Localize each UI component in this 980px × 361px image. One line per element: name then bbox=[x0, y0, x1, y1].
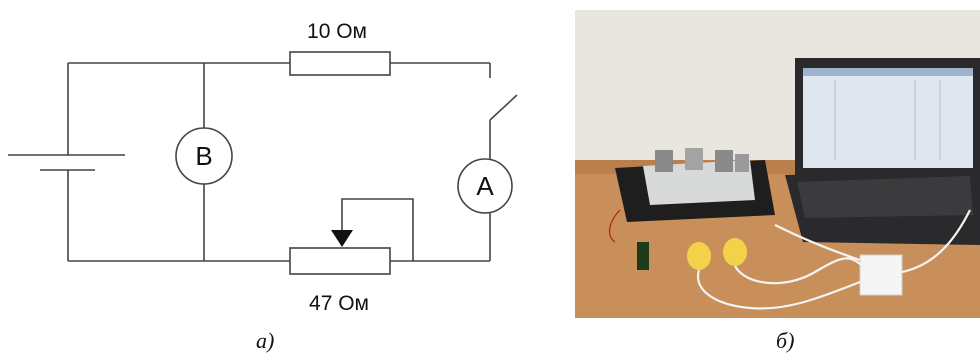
ammeter bbox=[457, 158, 513, 214]
red-wire bbox=[608, 209, 621, 243]
rheostat-47-ohm bbox=[289, 247, 391, 275]
switch-blade bbox=[489, 94, 518, 121]
screen-toolbar bbox=[803, 68, 973, 76]
resistor-top-label: 10 Ом bbox=[307, 20, 367, 43]
component-3 bbox=[715, 150, 733, 172]
cable-3 bbox=[901, 209, 971, 274]
voltmeter-symbol: В bbox=[195, 141, 212, 171]
rheostat-slider-wire bbox=[341, 198, 414, 261]
lab-setup-photo bbox=[575, 10, 980, 318]
caption-a: а) bbox=[256, 328, 275, 353]
laptop-keyboard bbox=[797, 176, 973, 218]
caption-b: б) bbox=[776, 328, 795, 353]
component-1 bbox=[655, 150, 673, 172]
cable-2 bbox=[734, 257, 866, 285]
resistor-bottom-label: 47 Ом bbox=[309, 292, 369, 315]
battery bbox=[637, 242, 649, 270]
rheostat-slider-arrow bbox=[331, 230, 353, 247]
resistor-10-ohm bbox=[289, 51, 391, 76]
sensor-1 bbox=[687, 242, 711, 270]
cable-4 bbox=[774, 224, 861, 262]
component-2 bbox=[685, 148, 703, 170]
interface-box bbox=[859, 254, 903, 296]
circuit-diagram: 10 Ом 47 Ом В А bbox=[8, 20, 518, 315]
component-4 bbox=[735, 154, 749, 172]
ammeter-symbol: А bbox=[476, 171, 494, 201]
laptop-screen bbox=[803, 68, 973, 168]
sensor-2 bbox=[723, 238, 747, 266]
cable-1 bbox=[696, 269, 866, 310]
